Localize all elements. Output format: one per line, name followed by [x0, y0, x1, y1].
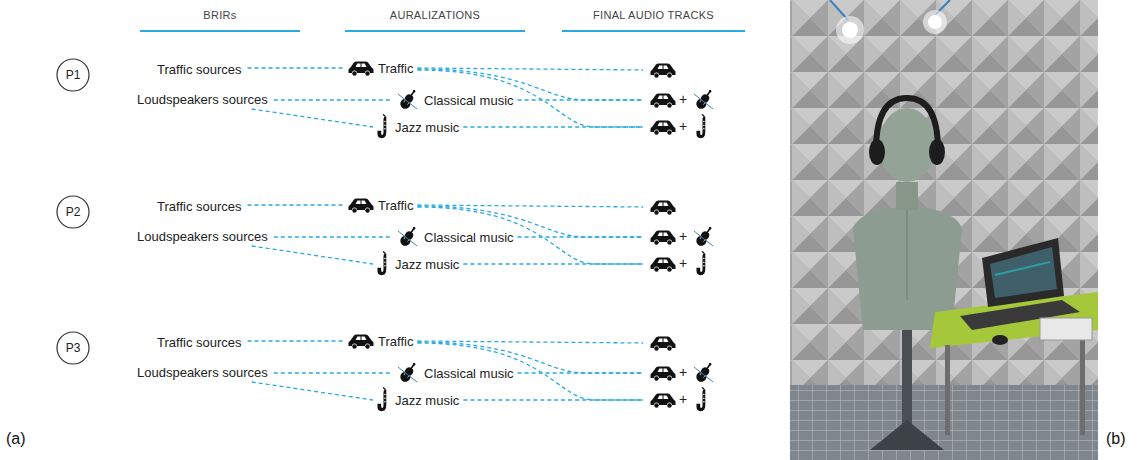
- instrument-icon: [396, 225, 420, 249]
- node-text: Traffic: [378, 198, 413, 213]
- instrument-icon: [396, 361, 420, 385]
- anechoic-room-photo: [790, 0, 1098, 460]
- column-header: BRIRs: [140, 9, 300, 21]
- node-text: Traffic: [378, 334, 413, 349]
- track-line: [463, 263, 643, 264]
- brir-source: Traffic sources: [155, 199, 244, 214]
- dashed-connector: [274, 99, 392, 100]
- instrument-icon: [348, 333, 374, 349]
- plus-sign: +: [679, 228, 687, 244]
- dashed-connector: [248, 67, 344, 68]
- node-text: Loudspeakers sources: [137, 229, 268, 244]
- auralization-item: Jazz music: [376, 387, 459, 413]
- auralization-item: Classical music: [396, 88, 514, 112]
- dashed-connector: [252, 109, 373, 127]
- track-line: [417, 341, 643, 343]
- auralization-item: Traffic: [348, 333, 413, 349]
- track-line: [417, 205, 643, 207]
- plus-sign: +: [679, 364, 687, 380]
- track-line: [518, 99, 643, 100]
- final-track-icons: [651, 337, 715, 412]
- track-line: [463, 126, 643, 127]
- node-text: P3: [66, 341, 81, 355]
- node-text: Classical music: [424, 230, 514, 245]
- instrument-icon: [348, 60, 374, 76]
- brir-source: Loudspeakers sources: [135, 92, 270, 107]
- node-text: Traffic sources: [157, 335, 242, 350]
- dashed-connector: [248, 340, 344, 341]
- node-text: Jazz music: [395, 393, 459, 408]
- auralization-item: Classical music: [396, 361, 514, 385]
- auralization-item: Traffic: [348, 60, 413, 76]
- node-text: Jazz music: [395, 257, 459, 272]
- plus-sign: +: [679, 91, 687, 107]
- node-text: Traffic sources: [157, 62, 242, 77]
- auralization-item: Traffic: [348, 197, 413, 213]
- auralization-item: Jazz music: [376, 114, 459, 140]
- position-circle: P1: [56, 58, 90, 92]
- auralization-item: Classical music: [396, 225, 514, 249]
- node-text: Loudspeakers sources: [137, 92, 268, 107]
- node-text: Jazz music: [395, 120, 459, 135]
- header-underlines: [140, 31, 745, 32]
- plus-sign: +: [679, 391, 687, 407]
- track-line: [417, 207, 643, 264]
- track-line: [417, 68, 643, 70]
- node-text: P2: [66, 205, 81, 219]
- node-text: Loudspeakers sources: [137, 365, 268, 380]
- dashed-connector: [274, 236, 392, 237]
- plus-sign: +: [679, 118, 687, 134]
- node-text: Traffic sources: [157, 199, 242, 214]
- track-line: [518, 372, 643, 373]
- node-text: Traffic: [378, 61, 413, 76]
- plus-sign: +: [679, 255, 687, 271]
- column-header: FINAL AUDIO TRACKS: [562, 9, 745, 21]
- dashed-connector: [274, 372, 392, 373]
- instrument-icon: [376, 251, 391, 277]
- panel-label: (a): [6, 430, 26, 448]
- instrument-icon: [396, 88, 420, 112]
- panel-label: (b): [1106, 430, 1126, 448]
- instrument-icon: [376, 387, 391, 413]
- brir-source: Loudspeakers sources: [135, 365, 270, 380]
- dashed-connector: [252, 246, 373, 264]
- dashed-connector: [252, 382, 373, 400]
- dashed-connector: [248, 204, 344, 205]
- final-track-icons: [651, 64, 715, 139]
- track-line: [463, 399, 643, 400]
- brir-source: Traffic sources: [155, 62, 244, 77]
- track-line: [417, 70, 643, 127]
- column-header: AURALIZATIONS: [345, 9, 525, 21]
- track-line: [518, 236, 643, 237]
- node-text: Classical music: [424, 93, 514, 108]
- auralization-item: Jazz music: [376, 251, 459, 277]
- brir-source: Loudspeakers sources: [135, 229, 270, 244]
- node-text: P1: [66, 68, 81, 82]
- brir-source: Traffic sources: [155, 335, 244, 350]
- position-circle: P3: [56, 331, 90, 365]
- node-text: Classical music: [424, 366, 514, 381]
- position-circle: P2: [56, 195, 90, 229]
- track-line: [417, 343, 643, 400]
- instrument-icon: [376, 114, 391, 140]
- final-track-icons: [651, 201, 715, 276]
- instrument-icon: [348, 197, 374, 213]
